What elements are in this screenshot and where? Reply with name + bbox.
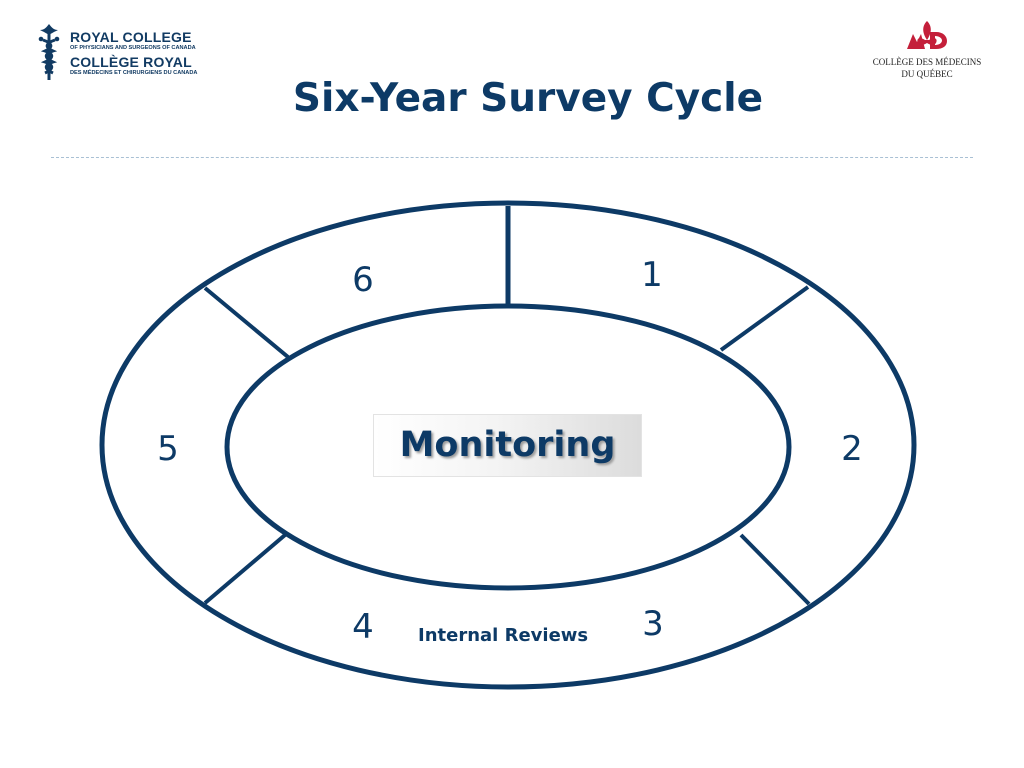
monitoring-label: Monitoring bbox=[399, 425, 616, 465]
segment-divider bbox=[203, 533, 287, 605]
segment-divider bbox=[739, 533, 811, 606]
college-medecins-quebec-logo: COLLÈGE DES MÉDECINS DU QUÉBEC bbox=[868, 18, 986, 83]
caduceus-icon bbox=[38, 24, 60, 80]
segment-divider bbox=[203, 286, 290, 359]
page-title: Six-Year Survey Cycle bbox=[292, 76, 764, 121]
segment-divider bbox=[719, 285, 810, 352]
logo-line-3: COLLÈGE ROYAL bbox=[70, 53, 192, 70]
logo-line-2: OF PHYSICIANS AND SURGEONS OF CANADA bbox=[70, 45, 196, 51]
segment-label-6: 6 bbox=[352, 260, 374, 300]
logo-line-4: DES MÉDECINS ET CHIRURGIENS DU CANADA bbox=[70, 69, 198, 76]
segment-label-5: 5 bbox=[157, 429, 179, 469]
segment-label-3: 3 bbox=[642, 604, 664, 644]
outer-ring bbox=[99, 200, 917, 690]
cmq-line-1: COLLÈGE DES MÉDECINS bbox=[872, 57, 982, 67]
segment-label-4: 4 bbox=[352, 607, 374, 647]
fleur-de-lis-icon bbox=[907, 21, 947, 49]
cmq-line-2: DU QUÉBEC bbox=[901, 68, 953, 79]
monitoring-box: Monitoring bbox=[374, 415, 641, 476]
internal-reviews-label: Internal Reviews bbox=[418, 625, 589, 646]
segment-label-2: 2 bbox=[841, 429, 863, 469]
logo-line-1: ROYAL COLLEGE bbox=[70, 29, 192, 45]
segment-label-1: 1 bbox=[641, 255, 663, 295]
royal-college-logo: ROYAL COLLEGE OF PHYSICIANS AND SURGEONS… bbox=[36, 22, 206, 82]
title-divider bbox=[51, 157, 973, 158]
